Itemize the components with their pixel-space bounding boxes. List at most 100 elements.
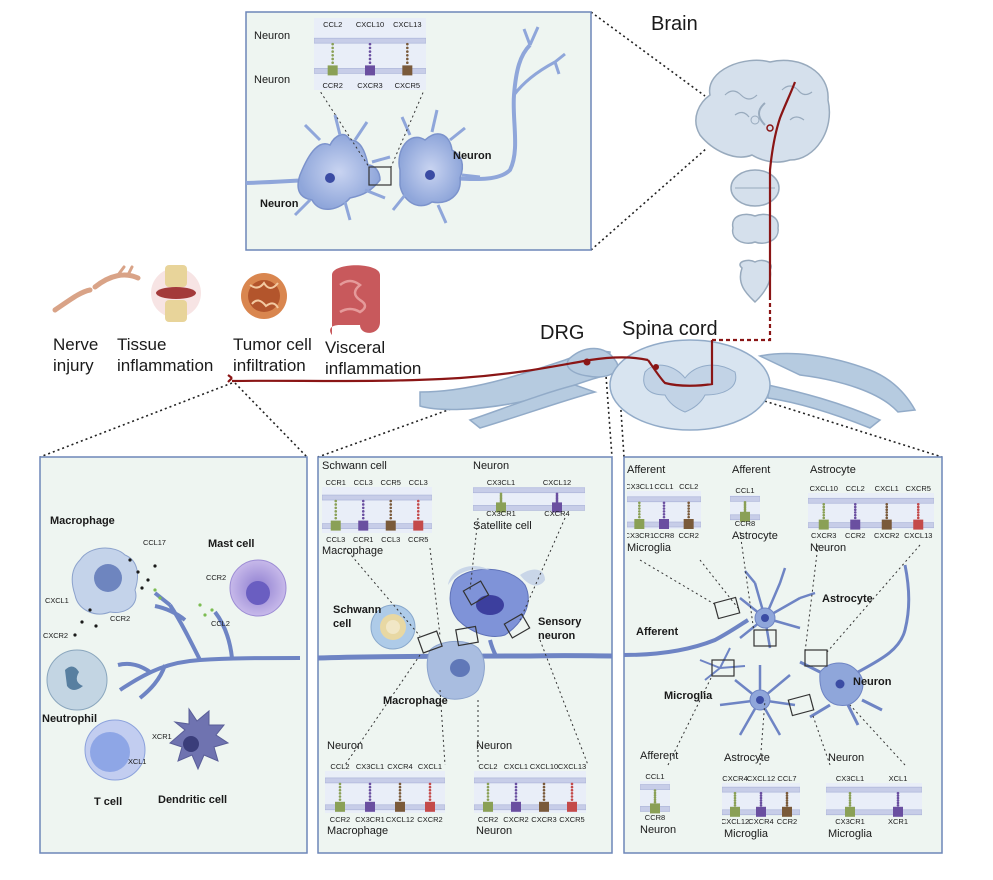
- ligand-label: CCL2: [478, 762, 497, 771]
- label-neuron-presyn: Neuron: [254, 30, 291, 42]
- receptor-glyph: [358, 520, 369, 531]
- presynaptic-membrane: [639, 784, 671, 790]
- chemokine-dots-green: [153, 588, 214, 617]
- receptor-label: CCR2: [678, 531, 698, 540]
- chemokine-dot: [785, 799, 789, 802]
- visceral-intestine-icon: [330, 265, 380, 335]
- chemokine-dot: [542, 782, 546, 786]
- box-bottom-cell-label: Macrophage: [322, 545, 384, 557]
- astrocyte-cells: [719, 567, 816, 736]
- receptor-label: CXCR4: [544, 509, 569, 518]
- box-bottom-cell-label: Macrophage: [327, 825, 389, 837]
- receptor-glyph: [425, 801, 435, 812]
- chemokine-dot: [368, 57, 372, 61]
- chemokine-dot: [368, 798, 372, 801]
- chemokine-dot: [428, 788, 432, 792]
- receptor-label: CX3CR1: [486, 509, 516, 518]
- receptor-glyph: [327, 65, 338, 76]
- chemokine-dot: [653, 791, 657, 795]
- chemokine-dot: [785, 804, 789, 807]
- chemokine-dot: [570, 792, 574, 795]
- receptor-label: CCR2: [322, 81, 342, 90]
- chemokine-dot: [687, 507, 690, 510]
- chemokine-dot: [334, 506, 338, 510]
- chemokine-dot: [368, 788, 372, 792]
- chemokine-dot: [334, 513, 338, 517]
- chemokine-dot: [885, 505, 889, 509]
- chemokine-dot: [416, 516, 420, 520]
- chemokine-dot: [514, 788, 518, 792]
- chemokine-dot: [368, 46, 372, 50]
- presynaptic-membrane: [729, 496, 761, 502]
- chemokine-dot: [896, 804, 900, 807]
- chemokine-dot: [733, 804, 737, 807]
- synapse-dot: [653, 364, 659, 370]
- receptor-label: CCL3: [381, 535, 400, 544]
- receptor-glyph: [511, 801, 521, 812]
- drg-axon: [317, 653, 613, 661]
- chemokine-dot: [759, 796, 763, 800]
- chemokine-dot: [822, 516, 826, 520]
- receptor-label: CCR1: [353, 535, 373, 544]
- chemokine-dot: [785, 796, 789, 800]
- box-bottom-cell-label: Neuron: [810, 542, 847, 554]
- presynaptic-membrane: [807, 497, 935, 504]
- ligand-label: CCL2: [330, 762, 349, 771]
- chemokine-dot: [416, 499, 420, 503]
- schwann-cell-drawing: [370, 604, 416, 650]
- chemokine-dot: [848, 796, 852, 800]
- label-ccr2-macrophage: CCR2: [110, 614, 131, 623]
- chemokine-dot: [638, 512, 641, 516]
- chemokine-dot: [570, 782, 574, 786]
- chemokine-dot: [785, 794, 789, 797]
- ligand-label: CCL3: [354, 478, 373, 487]
- chemokine-dot: [361, 506, 365, 510]
- chemokine-dot: [406, 46, 409, 50]
- receptor-glyph: [539, 801, 549, 812]
- receptor-label: CXCR2: [503, 815, 528, 824]
- ligand-label: CXCL10: [356, 20, 384, 29]
- ligand-label: CCL2: [679, 482, 698, 491]
- receptor-glyph: [881, 519, 892, 530]
- box-top-cell-label: Neuron: [327, 740, 364, 752]
- chemokine-dot: [428, 792, 432, 795]
- receptor-glyph: [365, 65, 375, 76]
- postsynaptic-membrane: [825, 809, 923, 816]
- ligand-label: XCL1: [889, 774, 908, 783]
- receptor-label: CXCR2: [417, 815, 442, 824]
- receptor-label: CX3CR1: [627, 531, 654, 540]
- box-bottom-cell-label: Microglia: [627, 542, 672, 554]
- chemokine-dot: [334, 510, 338, 513]
- receptor-glyph: [850, 519, 861, 530]
- box-top-cell-label: Astrocyte: [724, 752, 770, 764]
- chemokine-dot: [406, 57, 409, 61]
- chemokine-dot: [361, 516, 365, 520]
- chemokine-dot: [570, 798, 574, 801]
- label-sensory-1: Sensory: [538, 616, 582, 628]
- chemokine-dot: [514, 785, 518, 789]
- chemokine-dot: [638, 501, 641, 505]
- receptor-label: CCR8: [654, 531, 674, 540]
- chemokine-dot: [428, 798, 432, 801]
- label-nerve-injury-2: injury: [53, 356, 94, 375]
- receptor-glyph: [552, 502, 562, 513]
- label-neuron-left: Neuron: [260, 198, 299, 210]
- label-ccl17: CCL17: [143, 538, 166, 547]
- ligand-label: CX3CL1: [487, 478, 515, 487]
- chemokine-dot: [389, 499, 393, 503]
- chemokine-dot: [687, 515, 690, 519]
- chemokine-dot: [368, 782, 372, 786]
- tumor-cell-icon: [241, 273, 287, 319]
- chemokine-dot: [542, 792, 546, 795]
- receptor-label: CCL3: [326, 535, 345, 544]
- receptor-glyph: [893, 806, 903, 817]
- chemokine-dot: [389, 516, 393, 520]
- afferent-axon: [623, 618, 750, 657]
- chemokine-dot: [331, 42, 334, 46]
